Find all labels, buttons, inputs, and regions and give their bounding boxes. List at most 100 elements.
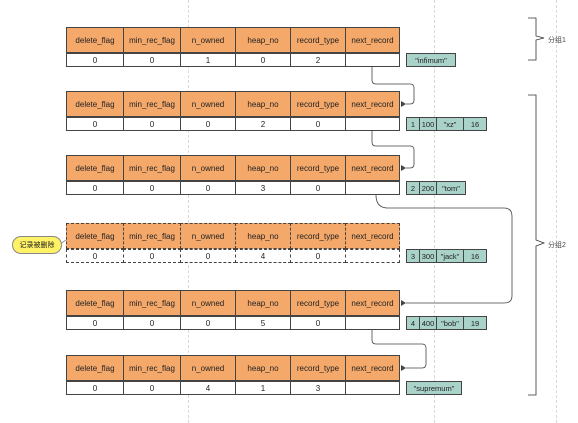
value-cell: 0 [123,249,181,263]
payload-cell: 300 [419,249,437,263]
header-cell: delete_flag [66,27,124,53]
value-cell [345,53,400,67]
guide-line [556,0,557,423]
header-cell: n_owned [180,290,236,316]
payload-cell: "xz" [436,117,464,131]
payload-cell: 16 [463,249,487,263]
header-cell: next_record [345,290,400,316]
value-cell: 3 [290,381,346,395]
payload-cell: 4 [406,316,420,330]
header-cell: next_record [345,355,400,381]
value-cell: 0 [66,181,124,195]
guide-line [434,0,435,423]
value-cell: 0 [123,53,181,67]
value-cell: 0 [290,117,346,131]
header-cell: n_owned [180,27,236,53]
header-cell: min_rec_flag [123,355,181,381]
header-cell: record_type [290,91,346,117]
next-record-link [371,131,415,169]
next-record-link [375,194,513,304]
header-cell: next_record [345,91,400,117]
value-cell [345,381,400,395]
header-cell: delete_flag [66,223,124,249]
payload-cell: 2 [406,181,420,195]
payload-cell: "jack" [436,249,464,263]
value-cell: 0 [66,117,124,131]
header-cell: delete_flag [66,155,124,181]
header-cell: delete_flag [66,91,124,117]
header-cell: heap_no [235,290,291,316]
link-arrowhead [401,101,406,107]
group-label: 分组1 [548,37,566,44]
value-cell [345,181,400,195]
value-cell: 2 [235,117,291,131]
value-cell [345,316,400,330]
payload-cell: "bob" [436,316,464,330]
header-cell: next_record [345,155,400,181]
payload-cell: 400 [419,316,437,330]
next-record-link [371,67,415,105]
value-cell: 0 [235,53,291,67]
value-cell: 4 [235,249,291,263]
value-cell: 3 [235,181,291,195]
value-cell: 0 [290,316,346,330]
value-cell: 0 [123,381,181,395]
value-cell: 0 [66,316,124,330]
payload-cell: "tom" [436,181,466,195]
header-cell: heap_no [235,223,291,249]
payload-cell: "supremum" [406,381,462,395]
value-cell: 0 [180,117,236,131]
next-record-link [371,330,427,369]
value-cell: 0 [180,316,236,330]
value-cell: 0 [66,53,124,67]
value-cell: 0 [66,381,124,395]
payload-cell: 1 [406,117,420,131]
group-brace [528,17,545,61]
record-payload: "infimum" [406,53,456,67]
header-cell: next_record [345,223,400,249]
value-cell [345,249,400,263]
value-cell: 4 [180,381,236,395]
value-cell: 0 [123,316,181,330]
link-arrowhead [401,165,406,171]
group-label: 分组2 [548,242,566,249]
header-cell: heap_no [235,355,291,381]
header-cell: n_owned [180,223,236,249]
header-cell: min_rec_flag [123,223,181,249]
deleted-callout: 记录被删除 [12,236,62,254]
value-cell: 0 [290,249,346,263]
header-cell: record_type [290,155,346,181]
header-cell: record_type [290,223,346,249]
header-cell: heap_no [235,155,291,181]
value-cell: 2 [290,53,346,67]
value-cell: 0 [66,249,124,263]
value-cell: 1 [180,53,236,67]
value-cell: 5 [235,316,291,330]
payload-cell: 16 [463,117,487,131]
payload-cell: 200 [419,181,437,195]
header-cell: min_rec_flag [123,290,181,316]
payload-cell: 100 [419,117,437,131]
payload-cell: "infimum" [406,53,456,67]
value-cell [345,117,400,131]
header-cell: delete_flag [66,355,124,381]
value-cell: 0 [180,249,236,263]
value-cell: 0 [180,181,236,195]
header-cell: next_record [345,27,400,53]
group-brace [528,94,546,396]
